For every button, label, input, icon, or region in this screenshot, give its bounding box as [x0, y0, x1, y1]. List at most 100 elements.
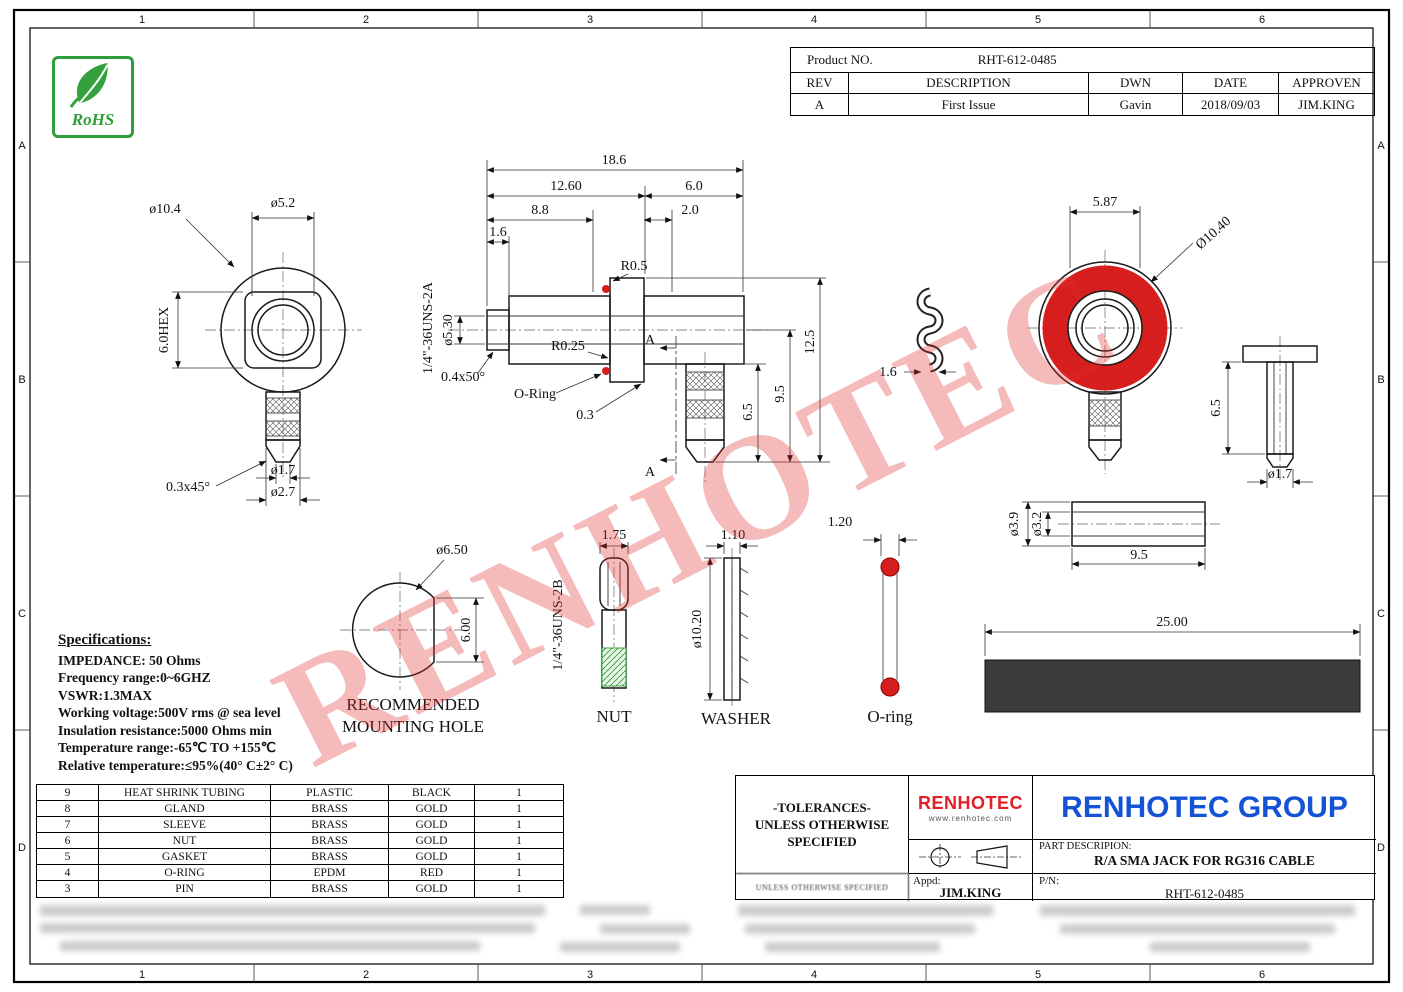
dim-label: ø2.7 — [271, 485, 296, 500]
zone-col: 4 — [811, 14, 817, 26]
zone-col: 3 — [587, 969, 593, 981]
dim-label: 2.0 — [681, 203, 699, 218]
part-washer: 1.10 ø10.20 WASHER — [690, 528, 772, 728]
company-name-cell: RENHOTEC GROUP — [1033, 776, 1376, 839]
zone-col: 6 — [1259, 969, 1265, 981]
bom-cell: O-RING — [99, 865, 271, 881]
illegible-blur — [745, 924, 975, 934]
section-label: A — [645, 465, 656, 480]
zone-row: A — [1377, 140, 1385, 152]
part-description-label: PART DESCRIPION: — [1039, 841, 1132, 852]
title-block: -TOLERANCES- UNLESS OTHERWISE SPECIFIED … — [735, 775, 1376, 901]
fine-print: UNLESS OTHERWISE SPECIFIED — [736, 873, 909, 901]
dim-label: 6.5 — [741, 403, 756, 421]
dim-label: 18.6 — [602, 153, 627, 168]
bom-cell: 1 — [475, 817, 563, 833]
view-mounting-hole: 6.00 ø6.50 RECOMMENDED MOUNTING HOLE — [340, 543, 484, 736]
approved-by-cell: Appd: JIM.KING — [909, 873, 1033, 901]
dim-label: ø5.30 — [441, 314, 456, 346]
rohs-logo: RoHS — [52, 56, 134, 138]
bom-cell: BRASS — [271, 833, 389, 849]
zone-row: C — [18, 608, 26, 620]
bom-cell: BRASS — [271, 801, 389, 817]
rev-header: APPROVEN — [1292, 75, 1361, 90]
rev-header: REV — [791, 73, 849, 93]
illegible-blur — [1040, 905, 1355, 916]
illegible-blur — [1060, 924, 1335, 934]
bom-cell: BRASS — [271, 849, 389, 865]
dim-label: Ø10.40 — [1193, 214, 1234, 253]
illegible-blur — [600, 924, 690, 934]
dim-label: 12.60 — [550, 179, 582, 194]
dim-label: ø1.7 — [1268, 467, 1293, 482]
oring-marker — [602, 367, 610, 375]
zone-col: 6 — [1259, 14, 1265, 26]
tolerances-note: -TOLERANCES- UNLESS OTHERWISE SPECIFIED — [736, 776, 909, 873]
bom-cell: 8 — [37, 801, 99, 817]
rev-header: DATE — [1183, 73, 1279, 93]
zone-row: B — [1377, 374, 1384, 386]
part-caption: O-ring — [867, 707, 913, 726]
dim-label: O-Ring — [514, 387, 556, 402]
rev-header: DWN — [1089, 73, 1183, 93]
bom-cell: RED — [389, 865, 475, 881]
bom-cell: 1 — [516, 883, 522, 895]
part-gasket-detail: 1.6 — [879, 287, 956, 380]
third-angle-projection-icon — [918, 843, 1021, 870]
revision-block: Product NO. RHT-612-0485 REV DESCRIPTION… — [790, 47, 1375, 116]
bom-cell: EPDM — [271, 865, 389, 881]
bom-cell: 1 — [475, 865, 563, 881]
illegible-blur — [560, 942, 680, 952]
dim-label: 9.5 — [1130, 548, 1148, 563]
spec-line: VSWR:1.3MAX — [58, 687, 153, 703]
bom-cell: 7 — [37, 817, 99, 833]
bom-cell: BRASS — [271, 881, 389, 897]
rev-cell: JIM.KING — [1298, 96, 1355, 112]
bom-cell: 1 — [475, 833, 563, 849]
dim-label: 25.00 — [1156, 615, 1188, 630]
zone-row: C — [1377, 608, 1385, 620]
illegible-blur — [40, 923, 535, 933]
zone-row: D — [1377, 842, 1385, 854]
zone-col: 5 — [1035, 14, 1041, 26]
bom-cell: 1 — [475, 849, 563, 865]
part-pin: 6.5 ø1.7 — [1209, 336, 1318, 488]
logo-text: RENHOTEC — [917, 792, 1023, 813]
bom-cell: PIN — [99, 881, 271, 897]
part-description-value: R/A SMA JACK FOR RG316 CABLE — [1094, 853, 1315, 868]
rev-header: DESCRIPTION — [849, 73, 1089, 93]
bom-cell: GOLD — [389, 849, 475, 865]
bom-cell: GOLD — [389, 833, 475, 849]
bom-cell: GOLD — [389, 801, 475, 817]
dim-label: ø3.2 — [1030, 512, 1045, 537]
spec-line: Temperature range:-65℃ TO +155℃ — [58, 740, 276, 755]
part-number-cell: P/N: RHT-612-0485 — [1033, 873, 1376, 901]
dim-label: ø5.2 — [271, 196, 296, 211]
section-label: A — [645, 333, 656, 348]
sheet-border: 1 2 3 4 5 6 1 2 3 4 5 6 A B C D A B C D — [12, 8, 1391, 984]
company-logo: RENHOTEC www.renhotec.com — [909, 776, 1033, 839]
part-number-value: RHT-612-0485 — [1165, 886, 1244, 901]
zone-col: 4 — [811, 969, 817, 981]
projection-symbol — [909, 839, 1033, 873]
dim-label: 12.5 — [803, 330, 818, 355]
dim-label: 9.5 — [773, 385, 788, 403]
dim-label: 0.4x50° — [441, 370, 485, 385]
dim-label: 1.6 — [489, 225, 507, 240]
rev-cell: A — [791, 94, 849, 115]
illegible-blur — [765, 942, 940, 952]
logo-url: www.renhotec.com — [928, 813, 1013, 823]
rev-cell: First Issue — [849, 94, 1089, 115]
rev-cell: Gavin — [1089, 94, 1183, 115]
zone-col: 2 — [363, 14, 369, 26]
thread-label: 1/4"-36UNS-2B — [551, 579, 566, 670]
spec-line: IMPEDANCE: 50 Ohms — [58, 652, 201, 668]
red-ring — [1042, 265, 1168, 391]
illegible-blur — [580, 905, 650, 915]
bom-cell: 1 — [475, 801, 563, 817]
part-oring-section: 1.20 O-ring — [828, 515, 917, 726]
spec-line: Frequency range:0~6GHZ — [58, 670, 211, 685]
dim-label: 0.3x45° — [166, 480, 210, 495]
